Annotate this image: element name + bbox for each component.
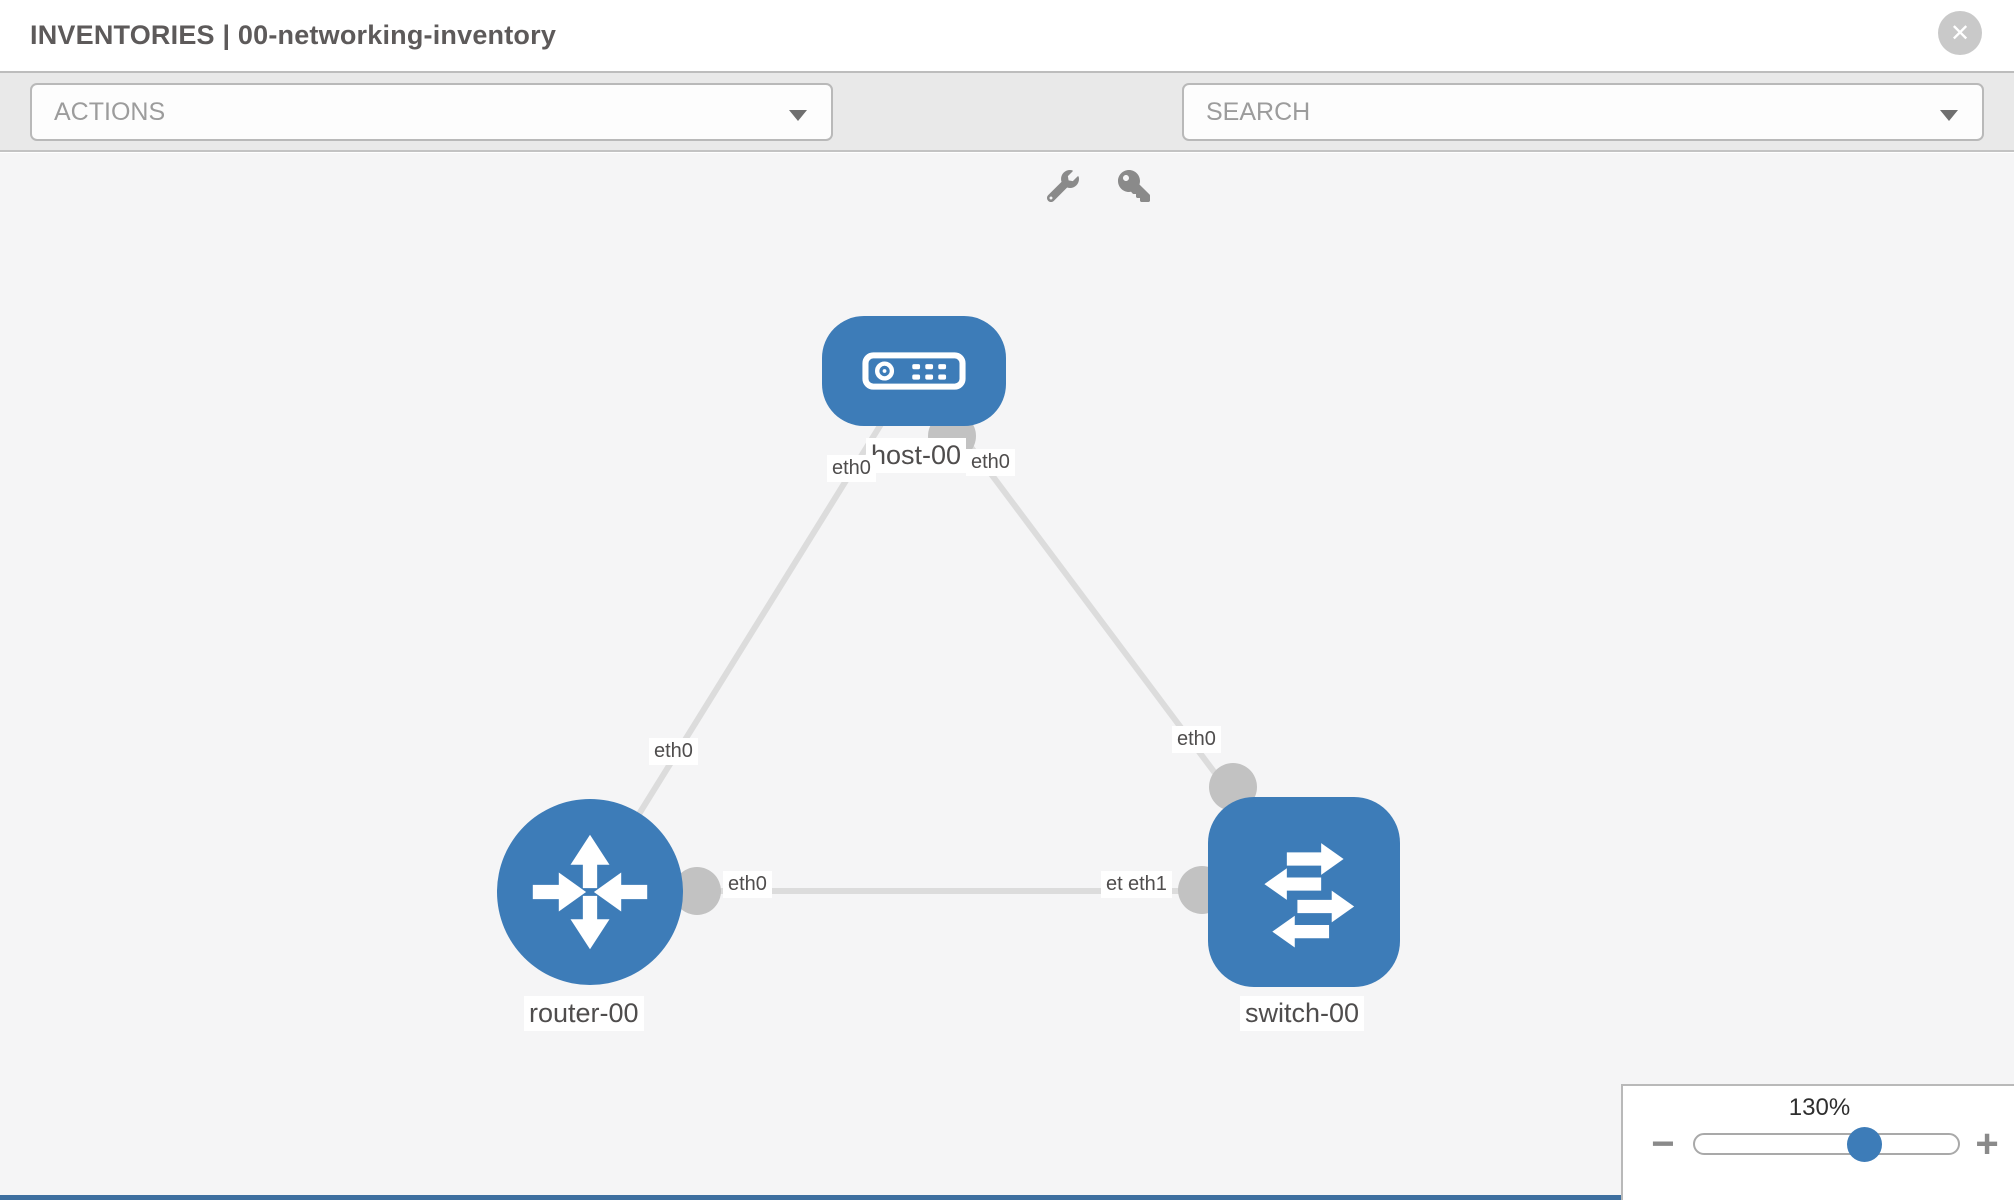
zoom-in-button[interactable]: + (1965, 1122, 2009, 1166)
page-title: INVENTORIES | 00-networking-inventory (30, 20, 557, 50)
search-placeholder: SEARCH (1206, 97, 1311, 126)
router-icon (532, 834, 648, 950)
minus-icon: − (1651, 1122, 1675, 1166)
zoom-out-button[interactable]: − (1641, 1122, 1685, 1166)
node-label-host: host-00 (866, 438, 967, 473)
zoom-slider-track[interactable] (1693, 1133, 1960, 1155)
iface-label-host-eth0-right: eth0 (966, 449, 1015, 476)
key-icon (1118, 170, 1150, 202)
wrench-icon (1047, 170, 1079, 202)
close-button[interactable]: ✕ (1938, 11, 1982, 55)
credentials-button[interactable] (1113, 165, 1155, 207)
zoom-slider-thumb[interactable] (1847, 1127, 1882, 1162)
header-bar: INVENTORIES | 00-networking-inventory ✕ (0, 0, 2014, 71)
plus-icon: + (1975, 1122, 1999, 1166)
node-router-00[interactable] (497, 799, 683, 985)
bottom-accent-bar (0, 1195, 1621, 1200)
chevron-down-icon (789, 110, 807, 121)
iface-label-routerlink-eth0: eth0 (649, 738, 698, 765)
configure-button[interactable] (1042, 165, 1084, 207)
zoom-level-label: 130% (1788, 1094, 1851, 1121)
iface-label-switchlink-eth0: eth0 (1172, 726, 1221, 753)
topology-canvas[interactable] (0, 153, 2014, 1200)
node-label-switch: switch-00 (1240, 996, 1365, 1031)
iface-label-router-eth0: eth0 (723, 871, 772, 898)
actions-dropdown-label: ACTIONS (54, 97, 166, 126)
iface-label-host-eth0-left: eth0 (827, 455, 876, 482)
chevron-down-icon (1940, 110, 1958, 121)
node-label-router: router-00 (524, 996, 644, 1031)
actions-dropdown[interactable]: ACTIONS (30, 83, 833, 141)
close-icon: ✕ (1949, 19, 1971, 47)
search-input[interactable]: SEARCH (1182, 83, 1984, 141)
zoom-panel: 130% − + (1621, 1084, 2014, 1200)
host-icon (862, 352, 966, 390)
node-host-00[interactable] (822, 316, 1006, 426)
iface-label-switch-eth1: eth1 (1123, 871, 1172, 898)
node-switch-00[interactable] (1208, 797, 1400, 987)
toolbar: ACTIONS SEARCH (0, 71, 2014, 202)
switch-icon (1264, 843, 1355, 948)
